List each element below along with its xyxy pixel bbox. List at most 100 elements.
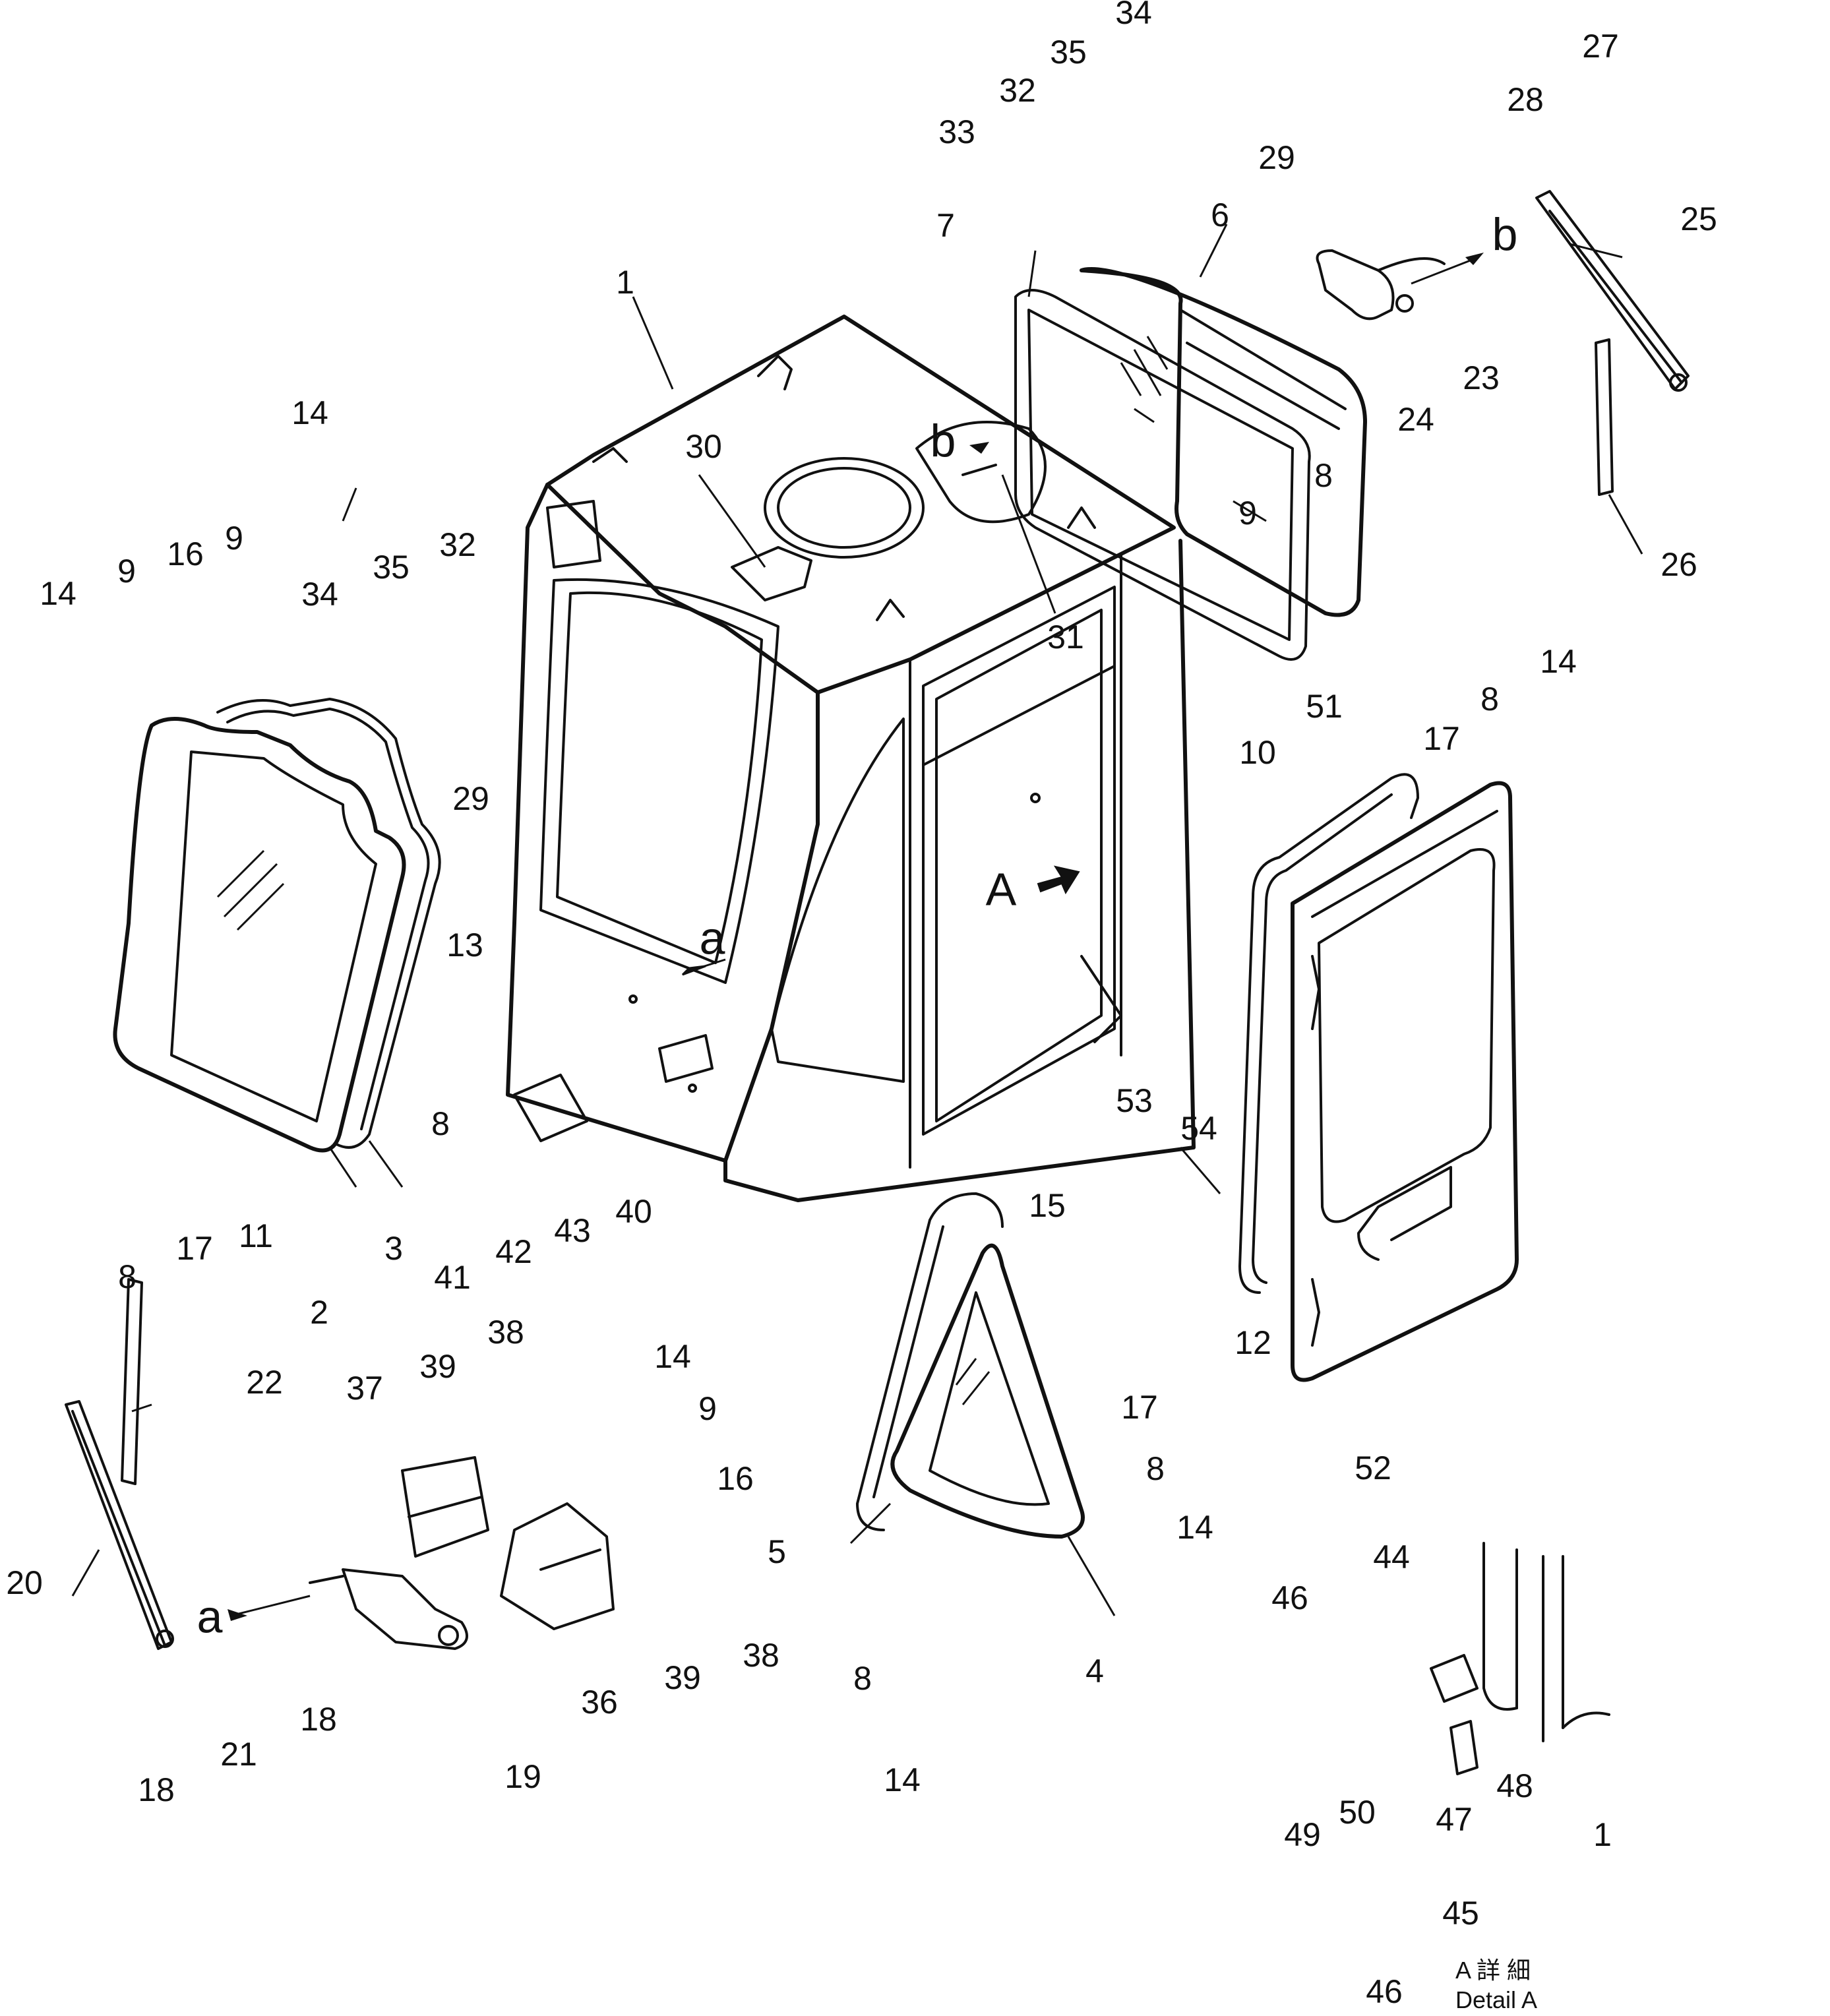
cab-body — [506, 315, 1196, 1202]
callout-30: 30 — [685, 428, 722, 465]
callout-8: 8 — [431, 1105, 450, 1142]
cover-plate-40 — [513, 1074, 588, 1142]
leader-lines — [71, 224, 1643, 1616]
lower-wiper-motor — [309, 1568, 468, 1650]
view-marker-b: b — [930, 415, 956, 466]
callout-13: 13 — [446, 927, 483, 963]
callout-17: 17 — [176, 1230, 213, 1267]
callout-39: 39 — [664, 1659, 701, 1696]
callout-34: 34 — [1115, 0, 1152, 31]
motor-cover-37 — [401, 1456, 489, 1558]
callout-24: 24 — [1397, 401, 1434, 438]
front-lower-glass — [890, 1243, 1085, 1539]
callout-18: 18 — [138, 1771, 175, 1808]
callout-8: 8 — [1480, 681, 1499, 718]
callout-14: 14 — [884, 1761, 921, 1798]
callout-labels: 1 2 3 4 5 6 7 8 8 8 8 8 8 9 9 9 9 10 11 … — [6, 0, 1717, 2010]
callout-11: 11 — [239, 1217, 273, 1254]
view-marker-b: b — [1492, 208, 1518, 260]
callout-46: 46 — [1271, 1579, 1308, 1616]
left-window-glass — [113, 717, 406, 1153]
callout-40: 40 — [615, 1193, 652, 1230]
callout-52: 52 — [1355, 1450, 1391, 1486]
callout-35: 35 — [1050, 34, 1087, 71]
callout-9: 9 — [698, 1390, 717, 1427]
callout-3: 3 — [384, 1230, 403, 1267]
callout-29: 29 — [452, 780, 489, 817]
callout-26: 26 — [1661, 546, 1697, 583]
front-lower-seal — [856, 1192, 1004, 1531]
callout-14: 14 — [291, 394, 328, 431]
callout-51: 51 — [1306, 688, 1343, 725]
callout-8: 8 — [1146, 1450, 1165, 1487]
callout-14: 14 — [40, 575, 76, 612]
view-marker-a: a — [197, 1591, 223, 1642]
callout-16: 16 — [167, 535, 204, 572]
view-marker-A: A — [986, 863, 1017, 915]
callout-23: 23 — [1463, 359, 1500, 396]
callout-42: 42 — [495, 1233, 532, 1270]
callout-25: 25 — [1680, 200, 1717, 237]
callout-16: 16 — [717, 1460, 754, 1497]
callout-32: 32 — [999, 72, 1036, 109]
callout-38: 38 — [743, 1637, 779, 1674]
callout-12: 12 — [1235, 1324, 1271, 1361]
detail-caption-ja: A 詳 細 — [1455, 1957, 1531, 1984]
callout-2: 2 — [310, 1294, 328, 1331]
door-seal — [1238, 773, 1419, 1294]
callout-43: 43 — [554, 1212, 591, 1249]
callout-20: 20 — [6, 1564, 43, 1601]
callout-27: 27 — [1582, 28, 1619, 65]
detail-a — [1430, 1542, 1610, 1775]
view-marker-a: a — [700, 912, 725, 963]
view-markers: a a b b A — [197, 208, 1518, 1642]
callout-19: 19 — [504, 1758, 541, 1795]
cab-door — [1291, 781, 1519, 1382]
callout-14: 14 — [654, 1338, 691, 1375]
wiper-motor — [1316, 249, 1446, 321]
rear-window-glass — [1080, 266, 1367, 617]
callout-32: 32 — [439, 526, 476, 563]
callout-4: 4 — [1085, 1653, 1104, 1690]
callout-17: 17 — [1121, 1389, 1158, 1426]
callout-36: 36 — [581, 1684, 618, 1721]
callout-5: 5 — [768, 1533, 786, 1570]
arrow-icon — [1465, 253, 1484, 265]
callout-33: 33 — [938, 113, 975, 150]
callout-29: 29 — [1258, 139, 1295, 176]
callout-44: 44 — [1373, 1539, 1410, 1575]
callout-6: 6 — [1211, 197, 1229, 233]
callout-14: 14 — [1176, 1509, 1213, 1546]
callout-49: 49 — [1284, 1816, 1321, 1853]
callout-18: 18 — [300, 1701, 337, 1738]
callout-41: 41 — [434, 1259, 471, 1296]
callout-45: 45 — [1442, 1895, 1479, 1932]
callout-22: 22 — [246, 1364, 283, 1401]
right-wiper-assembly — [1535, 190, 1690, 496]
callout-31: 31 — [1047, 619, 1084, 656]
callout-47: 47 — [1436, 1801, 1473, 1838]
arrow-icon — [969, 442, 989, 454]
callout-1-detail: 1 — [1593, 1816, 1612, 1853]
callout-37: 37 — [346, 1370, 383, 1407]
left-window-seal — [216, 698, 441, 1149]
rear-window-seal — [1014, 289, 1311, 661]
callout-48: 48 — [1496, 1767, 1533, 1804]
callout-54: 54 — [1180, 1110, 1217, 1147]
callout-39: 39 — [419, 1348, 456, 1385]
callout-14: 14 — [1540, 643, 1577, 680]
callout-46: 46 — [1366, 1973, 1403, 2010]
callout-35: 35 — [373, 549, 410, 586]
callout-7: 7 — [936, 207, 955, 244]
callout-50: 50 — [1339, 1794, 1376, 1831]
callout-9: 9 — [1238, 495, 1257, 532]
callout-38: 38 — [487, 1314, 524, 1351]
callout-21: 21 — [220, 1736, 257, 1773]
callout-17: 17 — [1423, 720, 1460, 757]
detail-caption-en: Detail A — [1455, 1986, 1537, 2013]
arrow-icon — [1037, 865, 1080, 895]
callout-53: 53 — [1116, 1082, 1153, 1119]
callout-9: 9 — [225, 520, 243, 557]
callout-9: 9 — [117, 553, 136, 590]
